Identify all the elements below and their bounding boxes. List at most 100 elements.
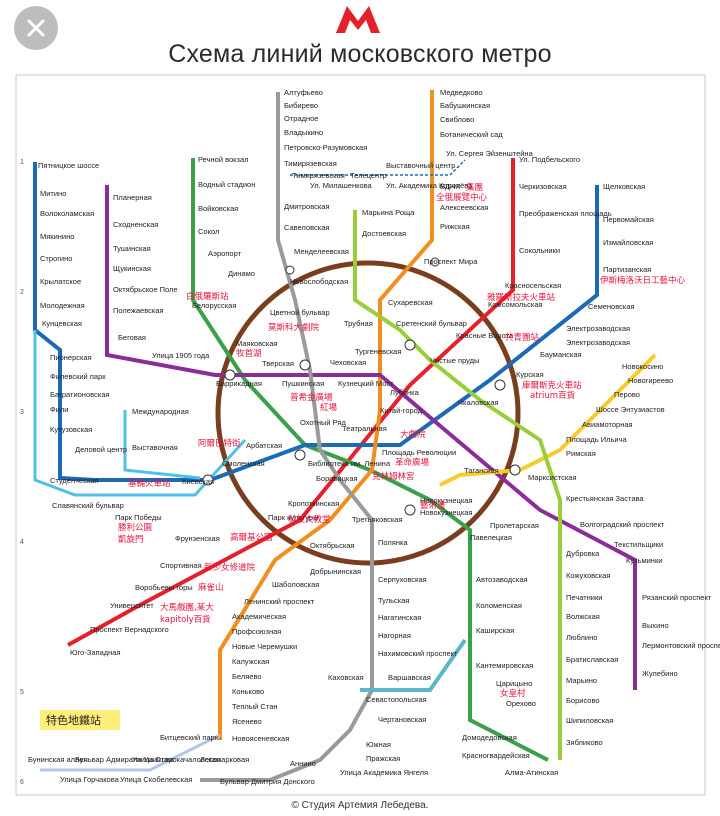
station-label[interactable]: Алтуфьево — [284, 88, 323, 97]
station-label[interactable]: Нахимовский проспект — [378, 649, 458, 658]
station-label[interactable]: Трубная — [344, 319, 373, 328]
station-label[interactable]: Площадь Ильича — [566, 435, 628, 444]
station-label[interactable]: Баррикадная — [216, 379, 262, 388]
station-label[interactable]: Пятницкое шоссе — [38, 161, 99, 170]
station-label[interactable]: Улица Скобелевская — [120, 775, 192, 784]
station-label[interactable]: Белорусская — [192, 301, 236, 310]
station-label[interactable]: Петровско-Разумовская — [284, 143, 367, 152]
station-label[interactable]: Бульвар Дмитрия Донского — [220, 777, 315, 786]
station-label[interactable]: Деловой центр — [75, 445, 127, 454]
station-label[interactable]: Выхино — [642, 621, 669, 630]
station-label[interactable]: Митино — [40, 189, 66, 198]
station-label[interactable]: Нагатинская — [378, 613, 421, 622]
station-label[interactable]: Ботанический сад — [440, 130, 503, 139]
station-label[interactable]: Борисово — [566, 696, 600, 705]
station-label[interactable]: Битцевский парк — [160, 733, 219, 742]
station-label[interactable]: Охотный Ряд — [300, 418, 346, 427]
station-label[interactable]: Люблино — [566, 633, 597, 642]
station-label[interactable]: Кропоткинская — [288, 499, 339, 508]
station-label[interactable]: Авиамоторная — [582, 420, 633, 429]
station-label[interactable]: Савеловская — [284, 223, 329, 232]
station-label[interactable]: Аннино — [290, 759, 316, 768]
station-label[interactable]: Войковская — [198, 204, 238, 213]
station-label[interactable]: Серпуховская — [378, 575, 427, 584]
station-label[interactable]: Владыкино — [284, 128, 323, 137]
station-label[interactable]: Ясенево — [232, 717, 262, 726]
close-button[interactable] — [14, 6, 58, 50]
station-label[interactable]: Кантемировская — [476, 661, 533, 670]
station-label[interactable]: Арбатская — [246, 441, 282, 450]
station-label[interactable]: Славянский бульвар — [52, 501, 124, 510]
station-label[interactable]: Октябрьское Поле — [113, 285, 178, 294]
station-label[interactable]: Медведково — [440, 88, 483, 97]
station-label[interactable]: Дубровка — [566, 549, 600, 558]
station-label[interactable]: Курская — [516, 370, 544, 379]
station-label[interactable]: Шаболовская — [272, 580, 319, 589]
station-label[interactable]: Партизанская — [603, 265, 651, 274]
station-label[interactable]: Театральная — [342, 424, 387, 433]
station-label[interactable]: Бунинская аллея — [28, 755, 88, 764]
station-label[interactable]: Пушкинская — [282, 379, 324, 388]
station-label[interactable]: Бульвар Адмирала Ушакова — [75, 755, 175, 764]
station-label[interactable]: Сокол — [198, 227, 219, 236]
station-label[interactable]: Профсоюзная — [232, 627, 281, 636]
station-label[interactable]: Пражская — [366, 754, 400, 763]
station-label[interactable]: Красные Ворота — [456, 331, 514, 340]
station-label[interactable]: Ленинский проспект — [244, 597, 315, 606]
station-label[interactable]: Щелковская — [603, 182, 645, 191]
station-label[interactable]: Новокузнецкая — [420, 496, 473, 505]
station-label[interactable]: Первомайская — [603, 215, 654, 224]
station-label[interactable]: Полянка — [378, 538, 408, 547]
station-label[interactable]: Новослободская — [290, 277, 348, 286]
station-label[interactable]: Кунцевская — [42, 319, 82, 328]
station-label[interactable]: Новогиреево — [628, 376, 673, 385]
station-label[interactable]: Фили — [50, 405, 68, 414]
station-label[interactable]: Динамо — [228, 269, 255, 278]
station-label[interactable]: Южная — [366, 740, 391, 749]
station-label[interactable]: Красносельская — [505, 281, 561, 290]
station-label[interactable]: Жулебино — [642, 669, 678, 678]
station-label[interactable]: Достоевская — [362, 229, 406, 238]
station-label[interactable]: Беговая — [118, 333, 146, 342]
station-label[interactable]: Маяковская — [236, 339, 277, 348]
station-label[interactable]: Печатники — [566, 593, 602, 602]
station-label[interactable]: Планерная — [113, 193, 152, 202]
station-label[interactable]: Тургеневская — [355, 347, 401, 356]
station-label[interactable]: Ул. Милашенкова — [310, 181, 373, 190]
station-label[interactable]: Измайловская — [603, 238, 653, 247]
station-label[interactable]: Проспект Вернадского — [90, 625, 169, 634]
station-label[interactable]: Царицыно — [496, 679, 532, 688]
station-label[interactable]: Речной вокзал — [198, 155, 249, 164]
station-label[interactable]: Новые Черемушки — [232, 642, 297, 651]
station-label[interactable]: Чертановская — [378, 715, 426, 724]
station-label[interactable]: Орехово — [506, 699, 536, 708]
station-label[interactable]: Багратионовская — [50, 390, 109, 399]
station-label[interactable]: Алексеевская — [440, 203, 488, 212]
station-label[interactable]: Боровицкая — [316, 474, 358, 483]
station-label[interactable]: Свиблово — [440, 115, 474, 124]
station-label[interactable]: Щукинская — [113, 264, 151, 273]
station-label[interactable]: Волоколамская — [40, 209, 94, 218]
station-label[interactable]: Академическая — [232, 612, 286, 621]
station-label[interactable]: ВДНХ — [440, 182, 460, 191]
station-label[interactable]: Крылатское — [40, 277, 81, 286]
station-label[interactable]: Тушинская — [113, 244, 151, 253]
station-label[interactable]: Ул. Подбельского — [519, 155, 580, 164]
station-label[interactable]: Киевская — [182, 477, 214, 486]
station-label[interactable]: Шоссе Энтузиастов — [596, 405, 665, 414]
station-label[interactable]: Фрунзенская — [175, 534, 220, 543]
station-label[interactable]: Бибирево — [284, 101, 318, 110]
station-label[interactable]: Домодедовская — [462, 733, 517, 742]
station-label[interactable]: Текстильщики — [614, 540, 663, 549]
station-label[interactable]: Лубянка — [390, 388, 420, 397]
station-label[interactable]: Марьина Роща — [362, 208, 415, 217]
station-label[interactable]: Парк Победы — [115, 513, 162, 522]
station-label[interactable]: Воробьевы горы — [135, 583, 193, 592]
station-label[interactable]: Чистые пруды — [430, 356, 479, 365]
station-label[interactable]: Шипиловская — [566, 716, 613, 725]
station-label[interactable]: Строгино — [40, 254, 72, 263]
station-label[interactable]: Нагорная — [378, 631, 411, 640]
station-label[interactable]: Ул. Сергея Эйзенштейна — [446, 149, 534, 158]
station-label[interactable]: Чкаловская — [458, 398, 499, 407]
station-label[interactable]: Чеховская — [330, 358, 366, 367]
